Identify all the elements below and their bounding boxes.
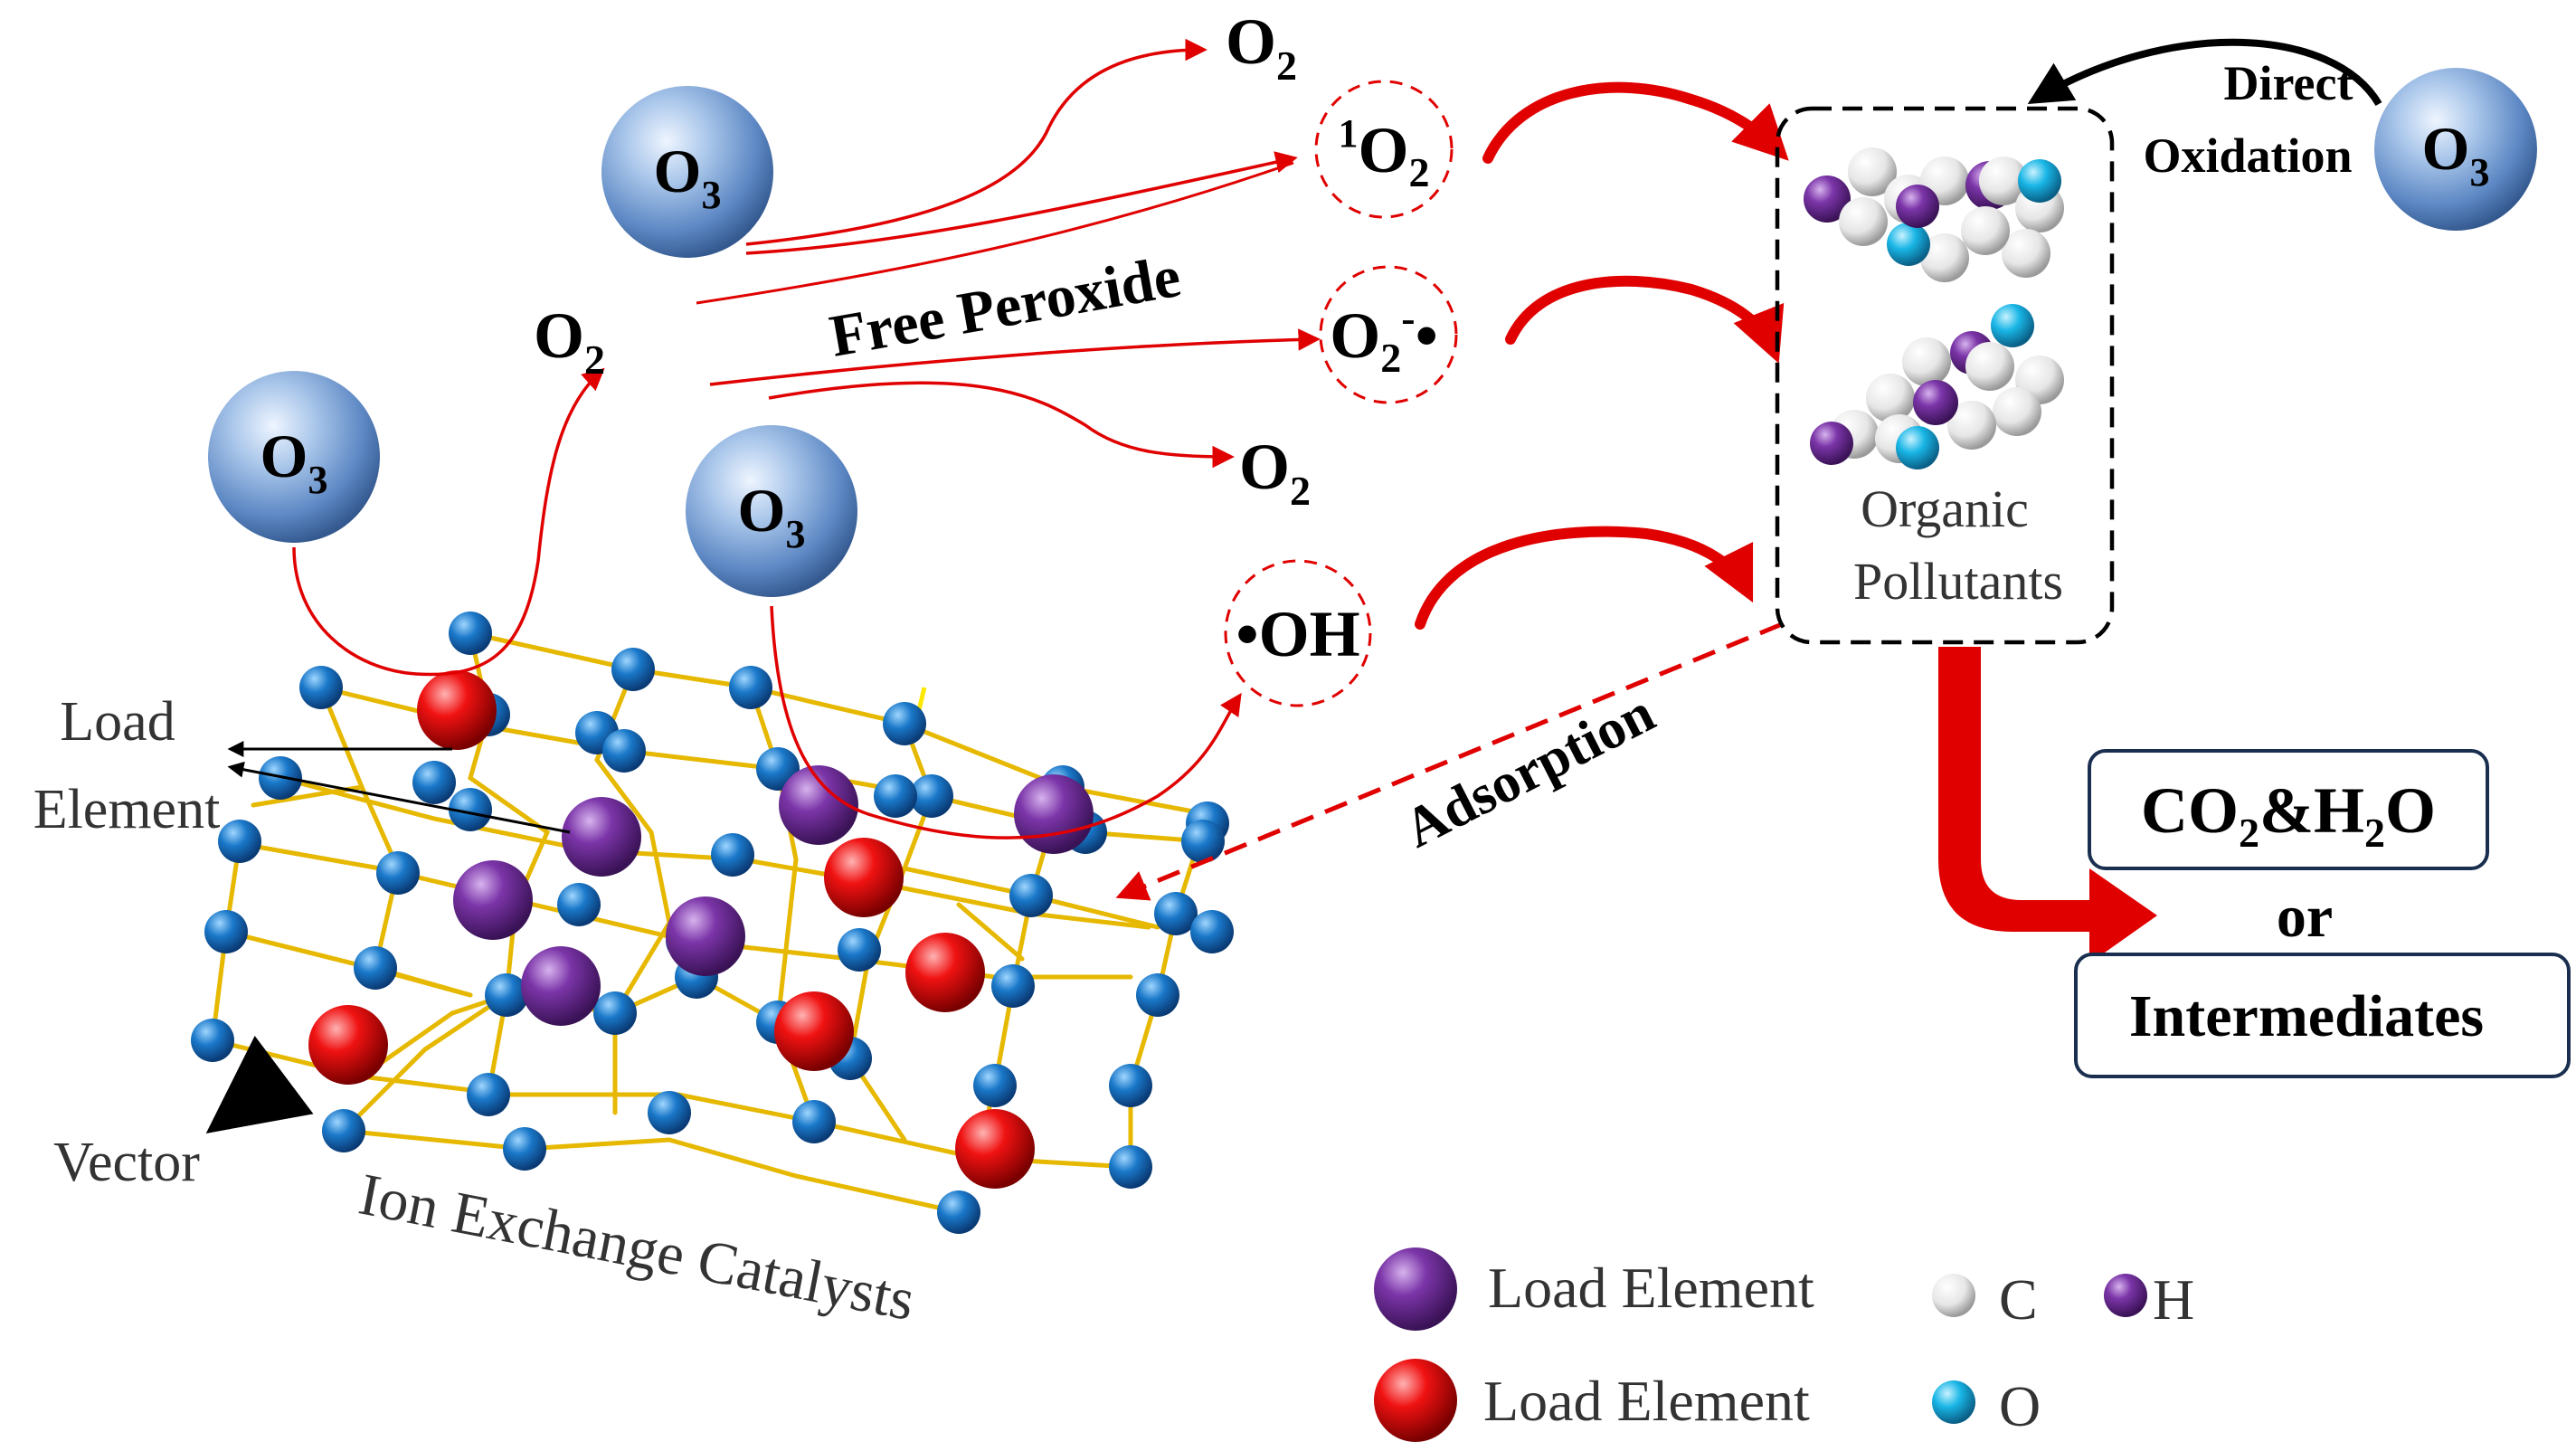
product-box-intermediates: Intermediates [2074,953,2571,1078]
vector-label: Vector [53,1132,200,1193]
hydroxyl-radical: •OH [1224,559,1372,707]
organic-pollutants-line1: Organic [1861,479,2029,538]
product-box-co2-h2o: CO2&H2O [2088,749,2489,870]
oxygen-left: O2 [534,299,605,383]
svg-text:Load Element: Load Element [1483,1369,1810,1433]
legend-hydrogen: H [2104,1267,2194,1332]
reaction-arrows [292,38,1321,839]
legend-carbon: C [1932,1267,2038,1332]
svg-text:O3: O3 [260,422,328,502]
pollutant-molecule-2 [1810,304,2064,469]
svg-text:CO2&H2O: CO2&H2O [2141,774,2436,856]
legend-load-element-red: Load Element [1374,1359,1810,1442]
ozone-sphere-middle: O3 [686,425,857,597]
svg-text:O3: O3 [654,137,722,217]
svg-text:O3: O3 [738,476,806,556]
svg-text:H: H [2153,1267,2194,1332]
svg-text:•OH: •OH [1236,598,1359,670]
free-peroxide-label: Free Peroxide [825,243,1185,370]
legend-oxygen: O [1932,1374,2041,1438]
load-element-label-line2: Element [33,779,221,840]
ozone-sphere-right: O3 [2374,68,2537,231]
direct-oxidation-line2: Oxidation [2143,128,2352,183]
legend: Load Element Load Element C H O [1374,1247,2194,1442]
svg-text:O3: O3 [2422,114,2490,194]
product-or-label: or [2277,884,2333,950]
svg-text:Intermediates: Intermediates [2129,983,2484,1049]
direct-oxidation-arrow [2027,38,2382,107]
direct-oxidation-line1: Direct [2224,56,2353,110]
svg-text:1O2: 1O2 [1338,111,1429,195]
oxygen-middle: O2 [1239,431,1311,514]
svg-text:Load Element: Load Element [1488,1256,1814,1320]
legend-load-element-purple: Load Element [1374,1247,1814,1331]
organic-pollutants-line2: Pollutants [1853,552,2063,611]
catalyst-label: Ion Exchange Catalysts [354,1162,920,1334]
svg-text:O2: O2 [1239,431,1311,514]
attack-arrows [1415,81,1789,630]
svg-text:O2: O2 [1226,5,1297,89]
ozone-sphere-top: O3 [601,86,773,258]
load-element-pointer-2 [227,761,571,834]
singlet-oxygen: 1O2 [1314,80,1454,219]
catalyst-lattice [191,612,1234,1234]
product-arrow [1938,647,2157,963]
organic-pollutants-box: Organic Pollutants [1775,106,2115,645]
superoxide-radical: O2-• [1319,265,1458,404]
load-element-label-line1: Load [60,691,175,753]
svg-text:O: O [1999,1374,2041,1438]
svg-text:O2-•: O2-• [1330,295,1438,381]
pollutant-molecule-1 [1804,147,2064,282]
ozone-sphere-left: O3 [208,371,380,543]
adsorption-arrow [1115,621,1783,901]
vector-arrow [205,1035,314,1133]
oxygen-top: O2 [1226,5,1297,89]
svg-text:O2: O2 [534,299,605,383]
adsorption-label: Adsorption [1395,682,1664,860]
svg-text:C: C [1999,1267,2038,1332]
